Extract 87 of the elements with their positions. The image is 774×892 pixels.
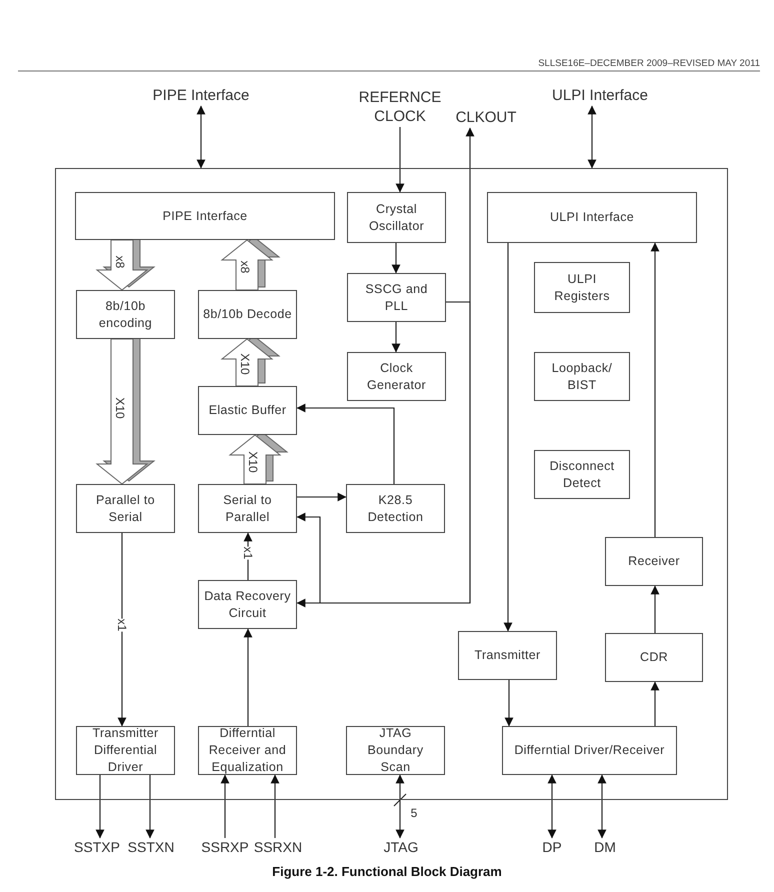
block-label: ULPI Registers <box>553 270 611 304</box>
block-label: Elastic Buffer <box>208 402 286 419</box>
edge-label: x8 <box>238 260 252 274</box>
function-block <box>605 537 703 586</box>
block-label: Crystal Oscillator <box>368 200 426 234</box>
arrow <box>392 243 400 274</box>
signal-label: SSRXN <box>251 838 305 856</box>
arrow <box>96 775 104 838</box>
edge-label: x1 <box>115 618 129 632</box>
arrow <box>196 106 206 168</box>
arrow <box>392 322 400 352</box>
signal-label: DM <box>588 838 622 856</box>
figure-caption: Figure 1-2. Functional Block Diagram <box>271 864 503 879</box>
block-label: Receiver <box>628 553 680 570</box>
arrow <box>396 127 404 192</box>
arrow <box>650 682 660 726</box>
block-label: Differntial Receiver and Equalization <box>208 725 288 776</box>
function-block <box>198 580 297 629</box>
signal-label: DP <box>537 838 567 856</box>
arrow <box>504 680 514 726</box>
arrow <box>118 533 126 726</box>
arrow <box>598 774 606 838</box>
signal-label: SSTXN <box>124 838 178 856</box>
function-block <box>347 352 446 401</box>
chip-outline <box>55 168 728 800</box>
function-block <box>534 352 630 401</box>
function-block <box>347 192 446 243</box>
function-block <box>76 484 175 533</box>
signal-label: SSTXP <box>70 838 124 856</box>
block-label: PIPE Interface <box>162 208 248 224</box>
block-label: Serial to Parallel <box>222 492 273 526</box>
function-block <box>198 290 297 339</box>
arrow <box>548 774 556 838</box>
block-label: Disconnect Detect <box>548 458 616 492</box>
arrow <box>270 774 280 838</box>
function-block <box>75 192 335 240</box>
function-block <box>346 726 445 775</box>
function-block <box>198 726 297 775</box>
block-label: Clock Generator <box>366 360 427 394</box>
function-block <box>76 726 175 775</box>
block-label: ULPI Interface <box>550 209 634 226</box>
function-block <box>76 290 175 339</box>
block-label: Transmitter Differential Driver <box>91 725 160 776</box>
function-block <box>534 262 630 313</box>
arrow <box>244 628 252 726</box>
block-label: Parallel to Serial <box>95 492 156 526</box>
signal-label: PIPE Interface <box>148 86 254 106</box>
arrow <box>296 404 395 484</box>
signal-label: ULPI Interface <box>535 86 665 106</box>
block-label: K28.5 Detection <box>366 492 424 526</box>
edge-label: x1 <box>241 546 255 560</box>
block-label: SSCG and PLL <box>364 280 429 314</box>
arrow <box>297 492 346 502</box>
signal-label: SSRXP <box>198 838 252 856</box>
edge-label: X10 <box>113 397 127 419</box>
signal-label: JTAG <box>380 838 422 856</box>
function-block <box>198 484 297 533</box>
function-block <box>198 386 297 435</box>
arrow <box>650 242 660 537</box>
block-label: Transmitter <box>474 647 541 664</box>
block-label: CDR <box>640 649 668 666</box>
edge-label: X10 <box>238 353 252 375</box>
edge-label: X10 <box>246 451 260 473</box>
signal-label: REFERNCE CLOCK <box>352 87 448 127</box>
arrow <box>244 532 252 580</box>
function-block <box>605 633 703 682</box>
arrow <box>220 774 230 838</box>
edge-label: 5 <box>410 806 418 820</box>
edge-label: x8 <box>113 256 127 268</box>
function-block <box>534 450 630 499</box>
arrow <box>588 106 596 168</box>
arrow <box>504 243 512 632</box>
arrow <box>146 775 154 838</box>
signal-label: CLKOUT <box>451 108 521 128</box>
block-label: Loopback/ BIST <box>550 360 614 394</box>
function-block <box>347 273 446 322</box>
arrow <box>650 586 660 633</box>
block-label: 8b/10b Decode <box>203 306 292 323</box>
function-block <box>487 192 697 243</box>
block-label: 8b/10b encoding <box>98 298 154 332</box>
document-number: SLLSE16E–DECEMBER 2009–REVISED MAY 2011 <box>538 58 760 69</box>
function-block <box>502 726 677 775</box>
block-label: Differntial Driver/Receiver <box>514 742 665 759</box>
function-block <box>458 631 557 680</box>
block-label: JTAG Boundary Scan <box>366 725 424 776</box>
function-block <box>346 484 445 533</box>
block-label: Data Recovery Circuit <box>203 588 292 622</box>
